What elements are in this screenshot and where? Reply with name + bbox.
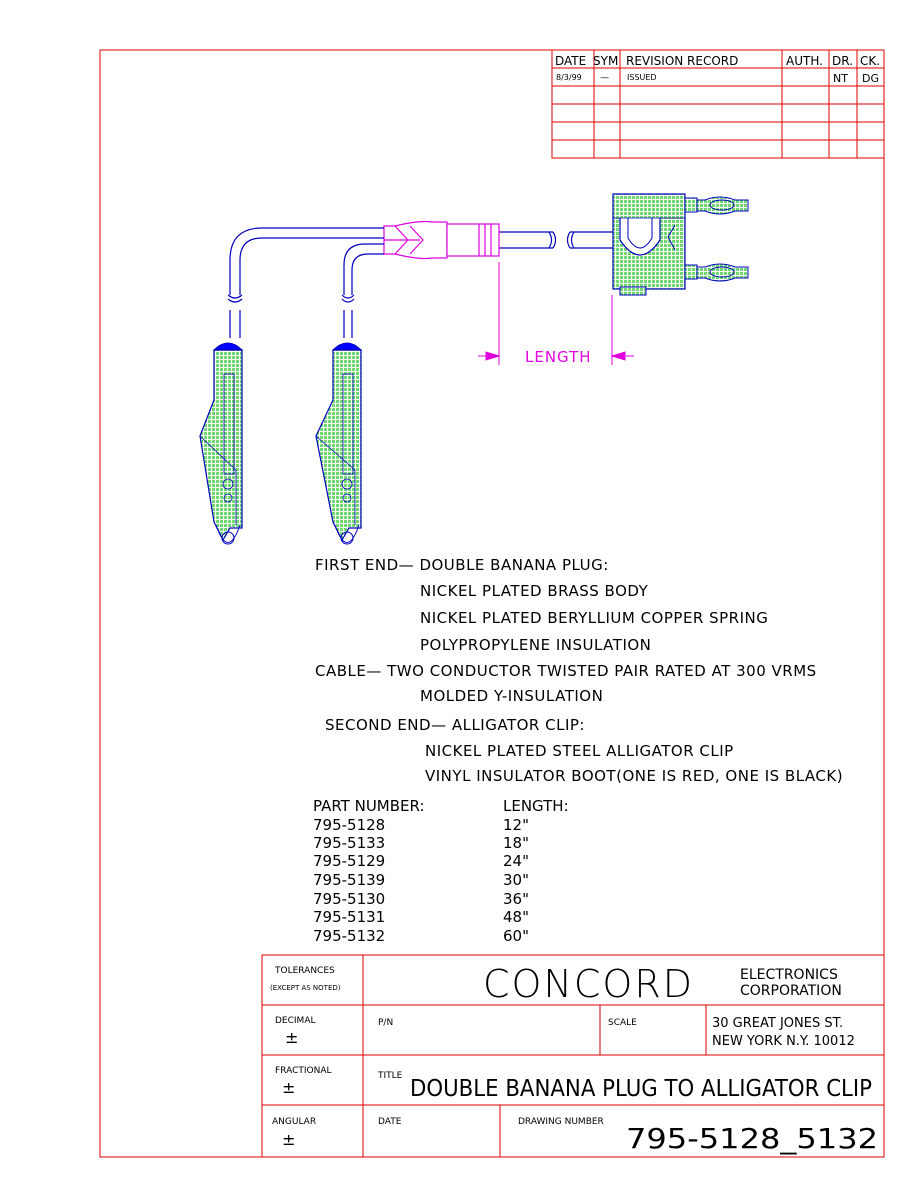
note-first-end: FIRST END— DOUBLE BANANA PLUG: (315, 556, 609, 574)
fractional-pm: ± (282, 1078, 295, 1097)
part-row-3-part: 795-5129 (313, 852, 386, 870)
angular-label: ANGULAR (272, 1117, 316, 1127)
cable-main (499, 231, 613, 249)
rev-header-sym: SYM (593, 54, 618, 68)
revision-headers: DATE SYM REVISION RECORD AUTH. DR. CK. (555, 54, 880, 68)
angular-pm: ± (282, 1130, 295, 1149)
part-row-7-part: 795-5132 (313, 927, 386, 945)
alligator-clip-right (315, 342, 363, 545)
rev-header-auth: AUTH. (786, 54, 823, 68)
cable-legs (227, 227, 384, 338)
part-row-7-length: 60" (503, 927, 529, 945)
alligator-clip-left (199, 342, 244, 545)
rev-dr: NT (833, 72, 848, 85)
title-block-grid (261, 954, 885, 1158)
note-second-end: SECOND END— ALLIGATOR CLIP: (325, 716, 585, 734)
note-second-end-item-1: NICKEL PLATED STEEL ALLIGATOR CLIP (425, 742, 734, 760)
decimal-pm: ± (285, 1028, 298, 1047)
molded-y-insulation (383, 220, 500, 260)
length-header: LENGTH: (503, 797, 569, 815)
double-banana-plug (612, 193, 749, 296)
part-row-5-part: 795-5130 (313, 890, 386, 908)
note-second-end-item-2: VINYL INSULATOR BOOT(ONE IS RED, ONE IS … (425, 767, 844, 785)
title-block-text: TOLERANCES (EXCEPT AS NOTED) CONCORD ELE… (270, 962, 878, 1155)
note-cable: CABLE— TWO CONDUCTOR TWISTED PAIR RATED … (315, 662, 817, 680)
part-row-5-length: 36" (503, 890, 529, 908)
revision-block (551, 49, 885, 159)
address-line2: NEW YORK N.Y. 10012 (712, 1034, 855, 1049)
address-line1: 30 GREAT JONES ST. (712, 1016, 843, 1031)
part-row-3-length: 24" (503, 852, 529, 870)
company-name: CONCORD (483, 962, 694, 1006)
part-row-6-part: 795-5131 (313, 908, 386, 926)
part-row-1-part: 795-5128 (313, 816, 386, 834)
tolerances-label: TOLERANCES (274, 966, 335, 976)
fractional-label: FRACTIONAL (275, 1066, 332, 1076)
note-first-end-item-2: NICKEL PLATED BERYLLIUM COPPER SPRING (420, 609, 769, 627)
note-cable-item: MOLDED Y-INSULATION (420, 687, 604, 705)
rev-record: ISSUED (627, 73, 657, 82)
rev-ck: DG (862, 72, 879, 85)
rev-header-dr: DR. (832, 54, 853, 68)
title-label: TITLE (377, 1071, 403, 1081)
rev-header-ck: CK. (860, 54, 880, 68)
rev-sym: — (600, 73, 609, 83)
drawing-number-label: DRAWING NUMBER (518, 1117, 604, 1127)
rev-header-record: REVISION RECORD (626, 54, 738, 68)
rev-header-date: DATE (555, 54, 586, 68)
decimal-label: DECIMAL (275, 1016, 316, 1026)
company-sub2: CORPORATION (740, 983, 842, 999)
note-first-end-item-3: POLYPROPYLENE INSULATION (420, 636, 652, 654)
date-label: DATE (378, 1117, 402, 1127)
part-row-2-length: 18" (503, 834, 529, 852)
revision-row: 8/3/99 — ISSUED NT DG (556, 72, 879, 85)
length-dimension (478, 262, 634, 365)
part-row-4-part: 795-5139 (313, 871, 386, 889)
drawing-title: DOUBLE BANANA PLUG TO ALLIGATOR CLIP (410, 1076, 872, 1102)
part-row-2-part: 795-5133 (313, 834, 386, 852)
note-first-end-item-1: NICKEL PLATED BRASS BODY (420, 582, 649, 600)
company-sub1: ELECTRONICS (740, 967, 838, 983)
part-row-1-length: 12" (503, 816, 529, 834)
part-row-4-length: 30" (503, 871, 529, 889)
rev-date: 8/3/99 (556, 73, 582, 82)
except-noted-label: (EXCEPT AS NOTED) (270, 984, 341, 992)
part-row-6-length: 48" (503, 908, 529, 926)
pn-label: P/N (378, 1018, 393, 1028)
scale-label: SCALE (608, 1018, 637, 1028)
drawing-number: 795-5128_5132 (626, 1122, 878, 1155)
length-label: LENGTH (525, 348, 592, 366)
part-number-header: PART NUMBER: (313, 797, 425, 815)
